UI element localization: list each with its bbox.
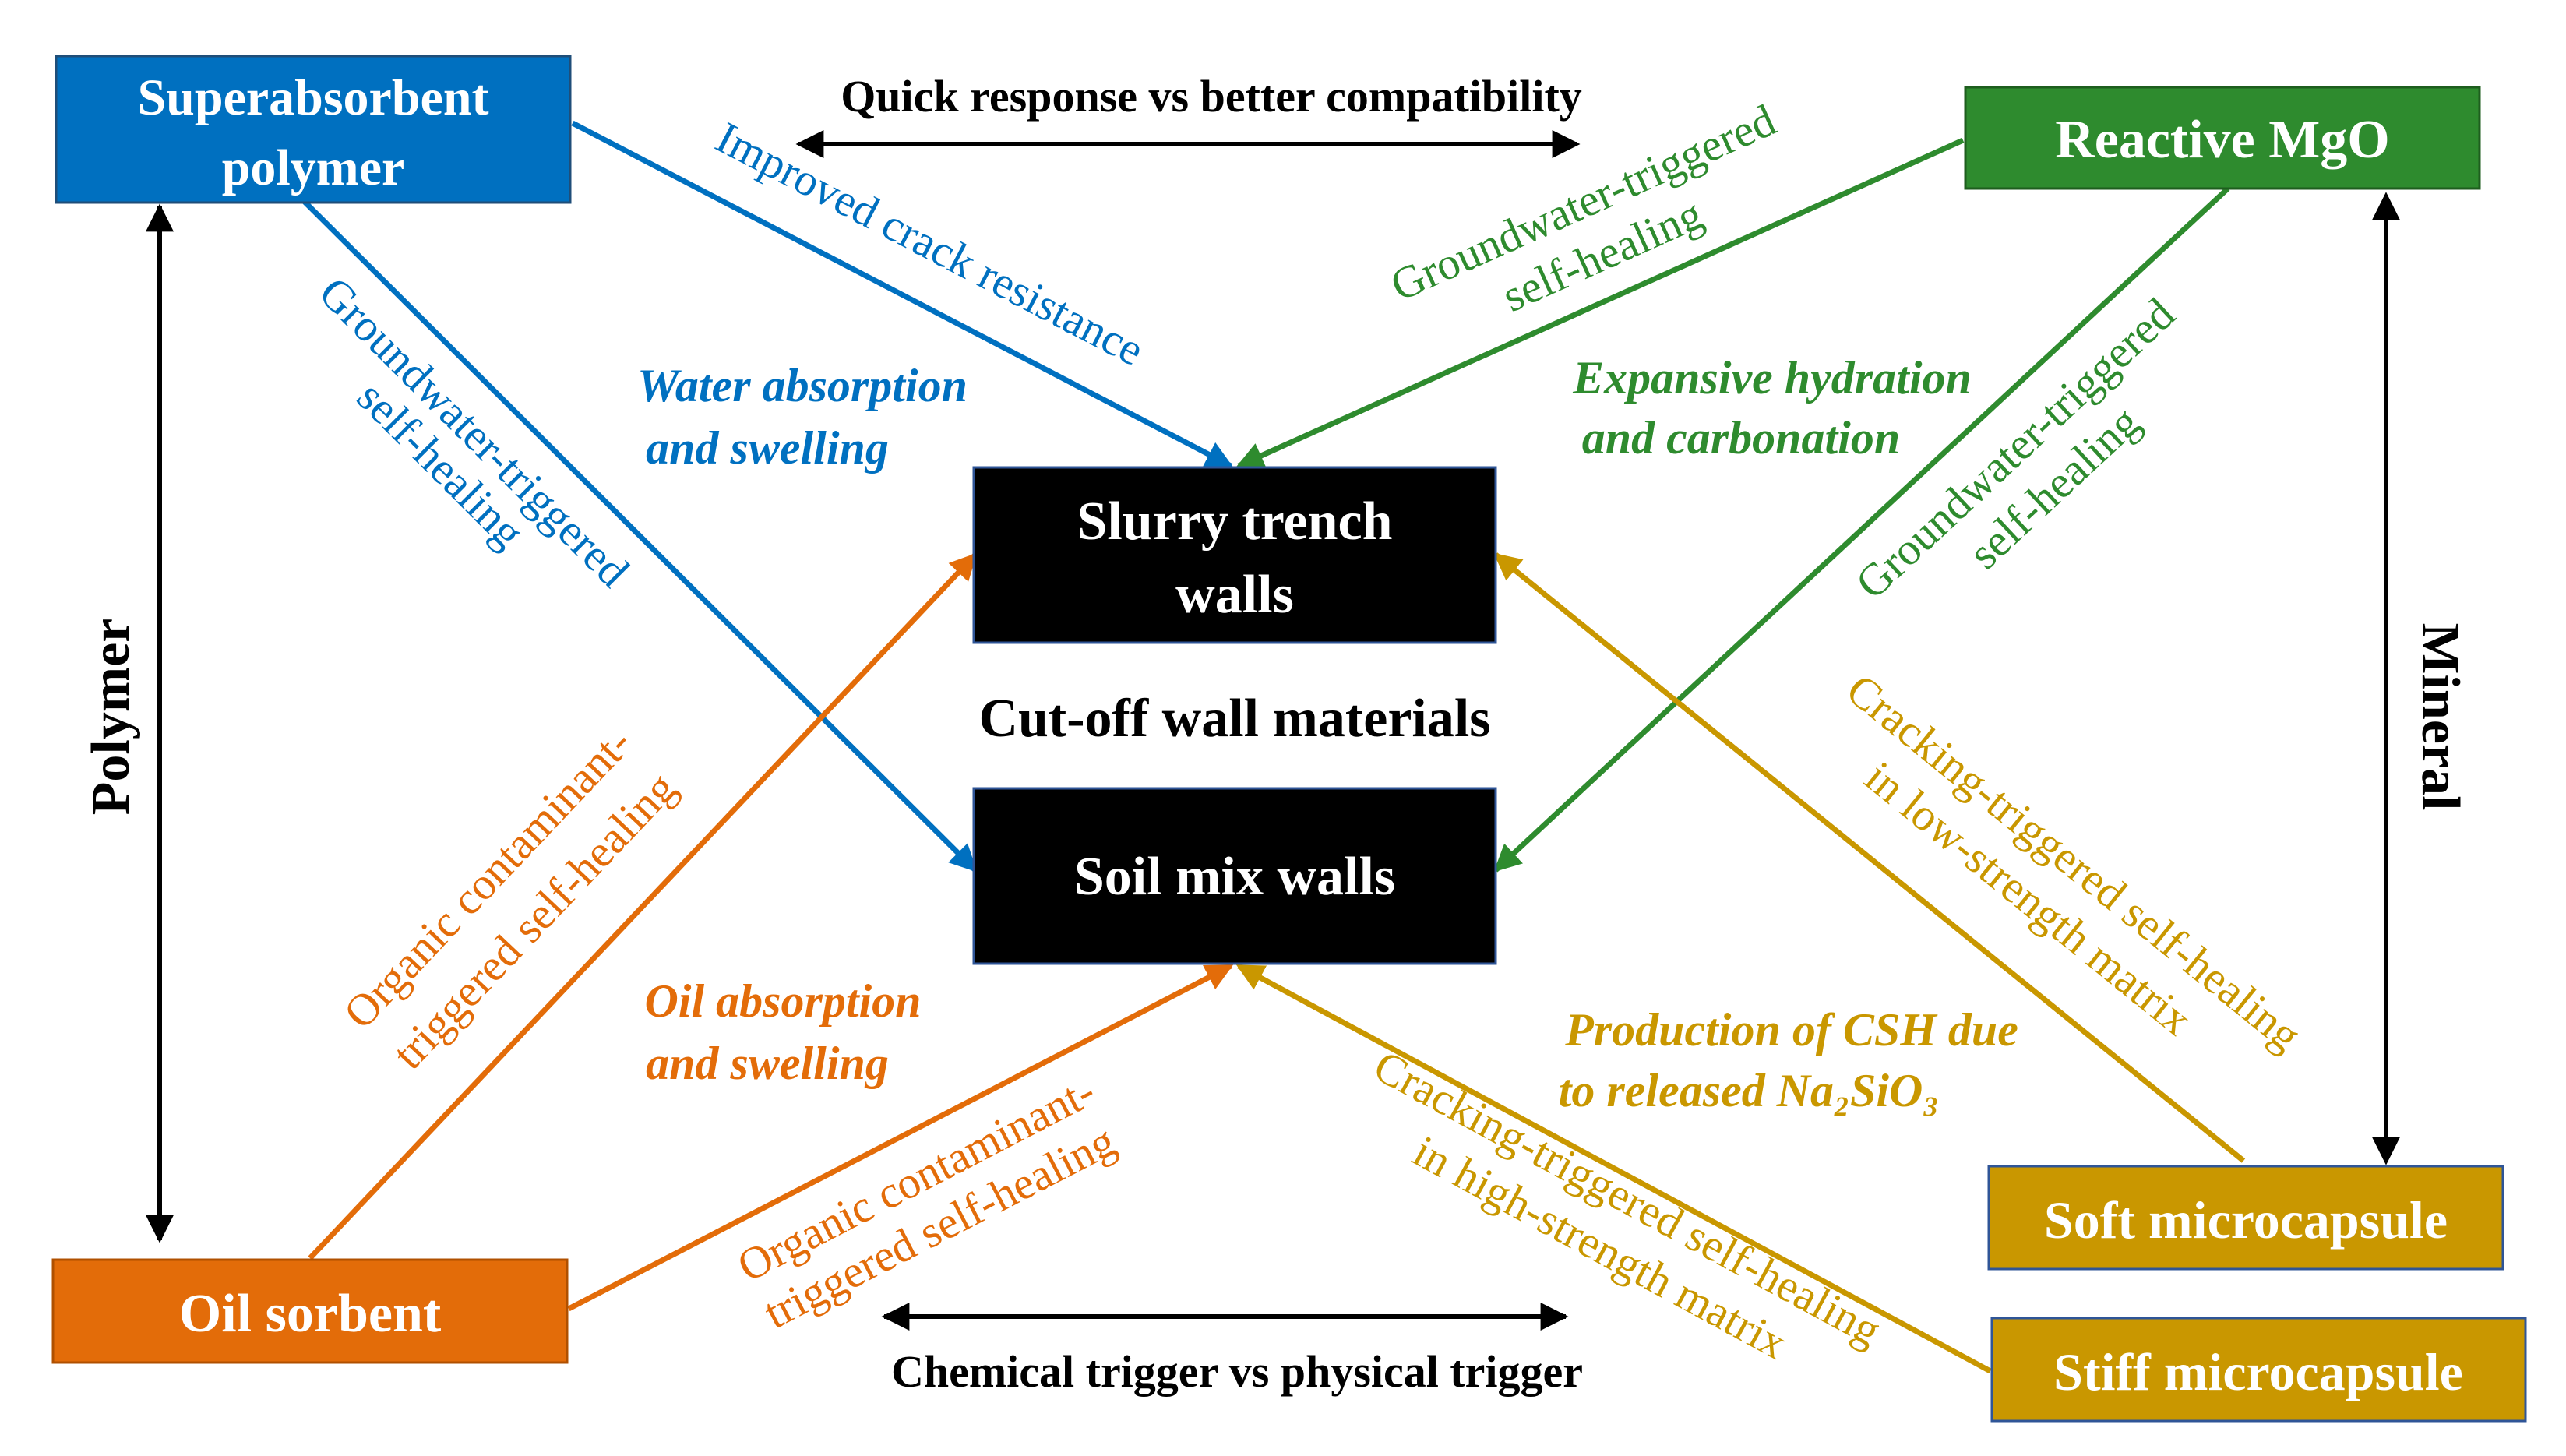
mech-csh-2: to released Na₂SiO₃: [1559, 1065, 1939, 1117]
mech-water-2: and swelling: [646, 422, 889, 474]
node-mgo-box: [1964, 86, 2481, 190]
top-contrast-label: Quick response vs better compatibility: [841, 71, 1582, 122]
node-reactive-mgo: Reactive MgO: [1964, 86, 2481, 190]
node-oil-sorbent: Oil sorbent: [51, 1258, 569, 1364]
node-sap-line1: Superabsorbent: [137, 69, 488, 126]
node-slurry-trench-walls: Slurry trench walls: [972, 466, 1497, 644]
node-slurry-line1: Slurry trench: [1077, 492, 1392, 552]
bottom-contrast-label: Chemical trigger vs physical trigger: [891, 1346, 1583, 1397]
arrow-sap-to-soilmix: [301, 199, 978, 873]
polymer-side-label: Polymer: [81, 619, 141, 816]
mech-oilabs-2: and swelling: [646, 1038, 889, 1089]
node-stiff-microcapsule: Stiff microcapsule: [1990, 1317, 2527, 1423]
arrow-stiff-to-soilmix: [1235, 963, 1992, 1374]
mech-exp-1: Expansive hydration: [1572, 352, 1972, 404]
node-sap-line2: polymer: [222, 139, 405, 196]
arrow-oil-to-slurry: [308, 552, 978, 1260]
contrast-arrows: [146, 130, 2400, 1331]
connector-arrows: [301, 120, 2246, 1374]
mech-exp-2: and carbonation: [1582, 412, 1900, 464]
mechanism-labels: Water absorption and swelling Expansive …: [637, 352, 2018, 1117]
node-slurry-line2: walls: [1175, 565, 1294, 625]
node-slurry-box: [972, 466, 1497, 644]
node-soilmix-label: Soil mix walls: [1074, 847, 1395, 907]
arrow-oil-to-soilmix: [567, 963, 1234, 1312]
edge-label-sap-slurry: Improved crack resistance: [708, 111, 1152, 375]
arrow-mgo-to-soilmix: [1493, 186, 2230, 873]
node-stiff-box: [1990, 1317, 2527, 1423]
center-label: Cut-off wall materials: [978, 689, 1490, 749]
node-superabsorbent-polymer: Superabsorbent polymer: [55, 55, 572, 204]
node-mgo-label: Reactive MgO: [2055, 110, 2390, 170]
node-soilmix-box: [972, 787, 1497, 965]
node-soil-mix-walls: Soil mix walls: [972, 787, 1497, 965]
mech-water-1: Water absorption: [637, 360, 968, 411]
arrow-soft-to-slurry: [1493, 552, 2246, 1163]
node-soft-microcapsule: Soft microcapsule: [1987, 1165, 2504, 1271]
mech-oilabs-1: Oil absorption: [644, 975, 921, 1027]
node-oil-box: [51, 1258, 569, 1364]
node-soft-box: [1987, 1165, 2504, 1271]
mech-csh-1: Production of CSH due: [1564, 1004, 2018, 1056]
arrow-sap-to-slurry: [571, 120, 1234, 469]
arrow-mgo-to-slurry: [1235, 137, 1965, 469]
mineral-side-label: Mineral: [2410, 622, 2470, 810]
node-soft-label: Soft microcapsule: [2044, 1190, 2448, 1250]
edge-label-sap-soil-1: Groundwater-triggered: [309, 267, 639, 597]
node-sap-box: [55, 55, 572, 204]
edge-label-soft-slurry-1: Cracking-triggered self-healing: [1837, 664, 2310, 1061]
node-stiff-label: Stiff microcapsule: [2053, 1342, 2463, 1401]
node-oil-label: Oil sorbent: [179, 1284, 441, 1344]
